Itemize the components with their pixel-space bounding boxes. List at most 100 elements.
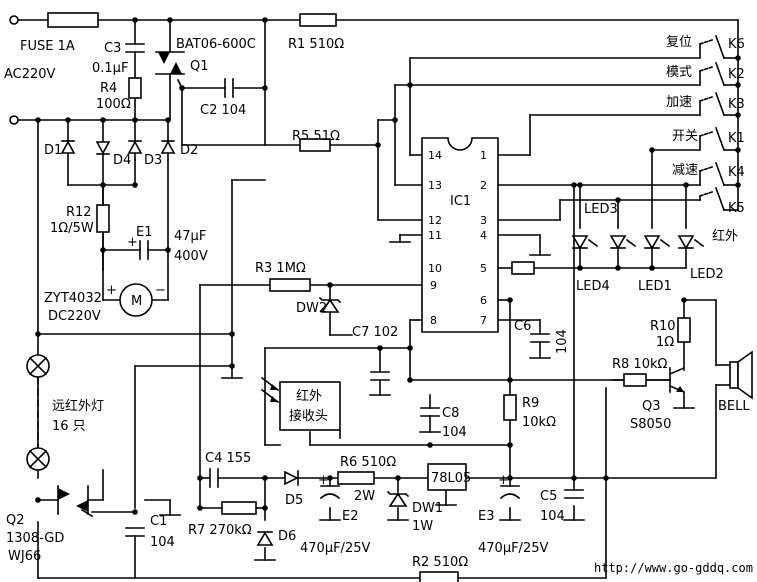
d6-label: D6 (278, 529, 296, 544)
motor-symbol: M (131, 294, 142, 309)
r4-value: 100Ω (96, 97, 131, 112)
triac-q2 (57, 485, 104, 518)
ground-symbols (159, 241, 695, 561)
c8-label: C8 (442, 406, 459, 421)
motor (119, 283, 153, 317)
key-k4-ref: K4 (728, 165, 745, 180)
diode-d3 (127, 140, 143, 154)
key-switches (698, 34, 726, 212)
transistor-q3 (668, 366, 686, 394)
ic1-pin-labels: 1 2 3 4 5 6 7 8 9 10 11 12 13 14 (428, 149, 487, 327)
led-2 (677, 235, 705, 250)
key-k2-ref: K2 (728, 67, 745, 82)
q2-marking: WJ66 (8, 549, 41, 564)
r9-value: 10kΩ (522, 415, 556, 430)
key-k2-name: 模式 (666, 65, 692, 80)
r7-label: R7 270kΩ (188, 523, 252, 538)
triac-q1 (155, 51, 185, 75)
svg-text:11: 11 (428, 229, 442, 242)
led1-label: LED1 (638, 279, 672, 294)
dw1-power: 1W (412, 519, 433, 534)
e1-value: 47μF (174, 229, 206, 244)
q2-label: Q2 (6, 513, 25, 528)
ir-receiver-line2: 接收头 (289, 408, 328, 424)
led-1 (643, 235, 671, 250)
d5-label: D5 (285, 493, 303, 508)
svg-text:9: 9 (430, 279, 437, 292)
c6-value: 104 (555, 329, 570, 354)
key-k3-ref: K3 (728, 97, 745, 112)
watermark: http://www.go-gddq.com (594, 561, 753, 575)
r12-label: R12 (66, 205, 92, 220)
d3-label: D3 (144, 153, 162, 168)
r10-label: R10 (650, 319, 676, 334)
resistor-r10 (677, 317, 691, 343)
c8-value: 104 (442, 425, 467, 440)
svg-text:6: 6 (480, 294, 487, 307)
r5-label: R5 51Ω (292, 129, 340, 144)
capacitor-c5 (564, 489, 584, 499)
capacitor-c8 (420, 407, 440, 417)
diode-d4 (95, 141, 111, 155)
capacitor-c6 (530, 333, 550, 343)
ic1 (421, 137, 499, 333)
ir-receiver (279, 381, 341, 431)
r6-power: 2W (354, 489, 375, 504)
d1-label: D1 (44, 143, 62, 158)
resistor-r4 (128, 77, 142, 99)
key-k4-name: 减速 (672, 163, 698, 178)
svg-text:8: 8 (430, 314, 437, 327)
zener-dw1 (386, 490, 410, 507)
capacitor-c2 (224, 78, 234, 98)
wires (17, 19, 739, 579)
led4-label: LED4 (576, 279, 610, 294)
lamp-label: 远红外灯 (52, 398, 104, 414)
led3-label: LED3 (584, 202, 618, 217)
resistor-r8 (623, 373, 647, 387)
diode-d6 (256, 531, 274, 546)
led-3 (609, 235, 637, 250)
resistor-r7 (221, 501, 257, 515)
dw1-label: DW1 (412, 501, 443, 516)
motor-minus: − (155, 283, 166, 298)
lamp-1 (26, 354, 50, 378)
r3-label: R3 1MΩ (255, 261, 306, 276)
resistor-r12 (96, 204, 110, 233)
svg-text:3: 3 (480, 214, 487, 227)
diode-d1 (60, 140, 76, 154)
q3-part: S8050 (630, 417, 671, 432)
r10-value: 1Ω (656, 335, 674, 350)
capacitor-e1 (139, 240, 149, 260)
e3-value: 470μF/25V (478, 541, 548, 556)
capacitor-c1 (125, 527, 145, 537)
ac-terminals (9, 15, 19, 125)
motor-plus: + (106, 283, 117, 298)
capacitor-e2 (319, 485, 341, 500)
c7-label: C7 102 (352, 325, 398, 340)
capacitor-c7 (370, 371, 390, 381)
motor-voltage: DC220V (48, 309, 101, 324)
capacitor-c4 (209, 468, 219, 488)
motor-model: ZYT4032 (44, 291, 102, 306)
c3-label: C3 (104, 41, 121, 56)
c2-label: C2 104 (200, 103, 246, 118)
svg-text:1: 1 (480, 149, 487, 162)
key-k1-ref: K1 (728, 131, 745, 146)
junction-dots (35, 17, 741, 515)
resistor-r6 (337, 471, 375, 485)
r9-label: R9 (522, 396, 539, 411)
q1-label: Q1 (190, 59, 209, 74)
key-k1-name: 开关 (672, 129, 698, 144)
key-k5-ref: K5 (728, 201, 745, 216)
svg-text:13: 13 (428, 179, 442, 192)
zener-dw2 (318, 296, 342, 313)
c5-label: C5 (540, 489, 557, 504)
resistor-r2 (419, 571, 459, 582)
lamp-2 (26, 447, 50, 471)
fuse (47, 12, 99, 28)
r6-label: R6 510Ω (340, 455, 396, 470)
c1-label: C1 (150, 514, 167, 529)
ir-receiver-line1: 红外 (296, 388, 322, 404)
resistor-r9 (503, 394, 517, 421)
